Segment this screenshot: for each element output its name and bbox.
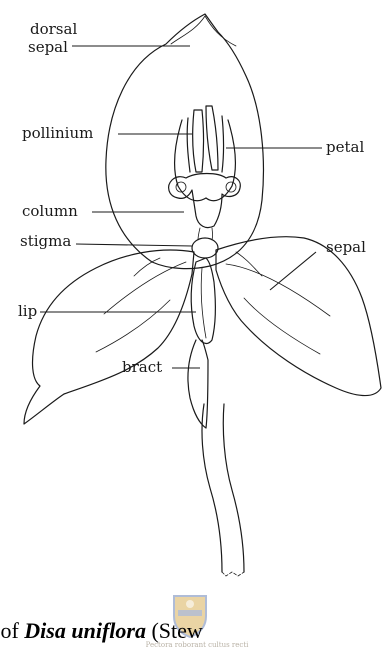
- stem-cut: [222, 572, 244, 576]
- label-sepal: sepal: [326, 238, 366, 256]
- label-lip: lip: [18, 302, 37, 320]
- label-dorsal: dorsal: [30, 20, 77, 38]
- left-sepal-veins: [96, 258, 186, 352]
- leader-stigma: [76, 244, 192, 246]
- caption-species: Disa uniflora: [24, 618, 146, 643]
- pollinium-shape-1: [193, 110, 204, 172]
- label-bract: bract: [122, 358, 162, 376]
- dorsal-sepal-outline: [106, 14, 264, 269]
- left-sepal-outline: [24, 250, 194, 424]
- column-shape: [169, 174, 241, 228]
- label-stigma: stigma: [20, 232, 71, 250]
- pollinium-shape-4: [222, 116, 224, 172]
- label-pollinium: pollinium: [22, 124, 93, 142]
- pollinium-shape-3: [187, 118, 190, 172]
- bract-outline: [188, 340, 208, 428]
- petal-left: [175, 120, 206, 201]
- stigma-shape: [192, 238, 218, 258]
- caption-prefix: ucture of: [0, 618, 24, 643]
- caption-suffix: (Stew: [146, 618, 203, 643]
- lip-inner: [201, 268, 206, 338]
- right-sepal-outline: [216, 237, 381, 396]
- stem-left: [202, 404, 222, 572]
- leader-sepal: [270, 252, 316, 290]
- pollinium-shape-2: [206, 106, 218, 170]
- right-sepal-veins: [226, 252, 330, 354]
- lip-outline: [191, 258, 215, 344]
- label-petal: petal: [326, 138, 364, 156]
- figure-caption: ucture of Disa uniflora (Stew: [0, 614, 382, 654]
- label-dorsal-sepal: sepal: [28, 38, 68, 56]
- crest-emblem: [186, 600, 194, 608]
- label-column: column: [22, 202, 78, 220]
- stem-right: [223, 404, 244, 572]
